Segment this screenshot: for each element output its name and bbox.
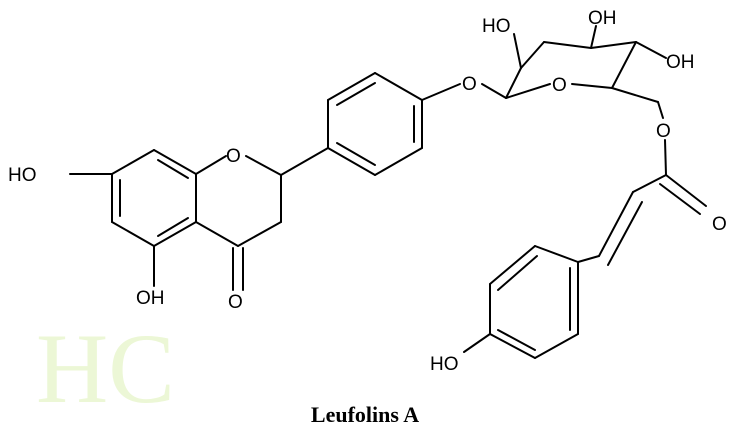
atom-o-glycosidic: O — [462, 74, 477, 95]
atom-oh-sugar-right: OH — [666, 52, 695, 73]
atom-oh-a-ring: OH — [136, 288, 165, 309]
atom-o-ester: O — [656, 121, 671, 142]
atom-labels: HO OH O O O O HO OH OH O O HO — [8, 8, 727, 375]
atom-o-ester-carbonyl: O — [712, 214, 727, 235]
atom-o-sugar-ring: O — [552, 75, 567, 96]
watermark: HC — [36, 313, 175, 424]
atom-o-carbonyl: O — [228, 292, 243, 313]
atom-o-pyran: O — [226, 146, 241, 167]
atom-ho-coumaroyl: HO — [430, 354, 459, 375]
atom-ho-a-ring: HO — [8, 165, 37, 186]
compound-name: Leufolins A — [310, 402, 420, 427]
bonds — [69, 25, 707, 359]
atom-ho-sugar-top-left: HO — [482, 16, 511, 37]
atom-oh-sugar-top: OH — [588, 8, 617, 29]
